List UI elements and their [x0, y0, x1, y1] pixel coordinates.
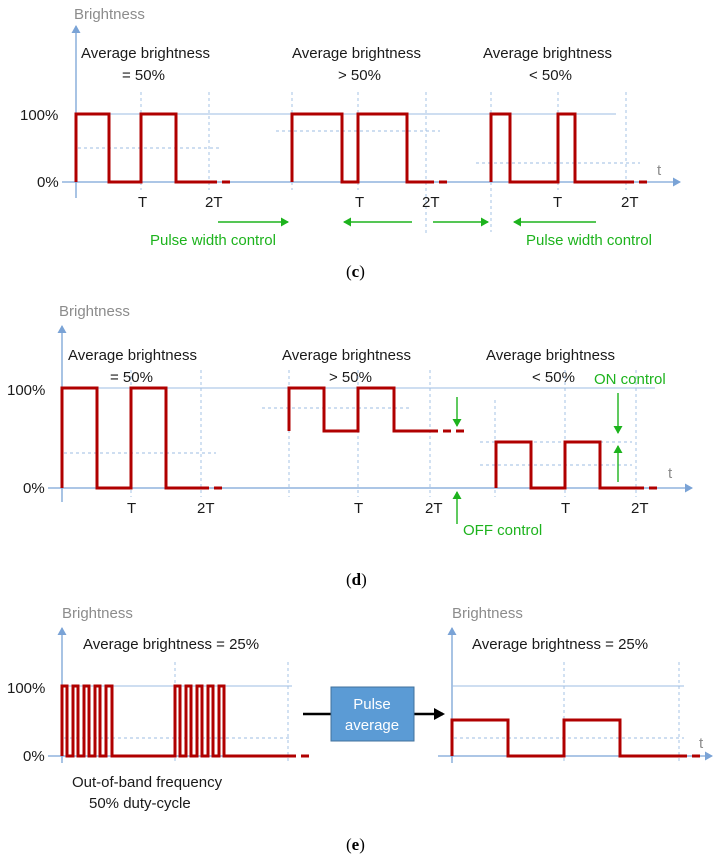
pwm-waveform: [290, 112, 426, 184]
y-axis-label: Brightness: [74, 6, 145, 23]
tick-100: 100%: [20, 107, 58, 124]
avg-title: Average brightness = 25%: [472, 636, 648, 653]
x-axis-label: t: [657, 162, 662, 179]
x-axis-label: t: [699, 735, 704, 752]
y-axis-label: Brightness: [59, 303, 130, 320]
tick-0: 0%: [23, 748, 45, 765]
tick-2t: 2T: [425, 500, 443, 517]
tick-100: 100%: [7, 680, 45, 697]
averaged-waveform: [450, 718, 679, 758]
duty-cycle-note: 50% duty-cycle: [89, 795, 191, 812]
tick-t: T: [355, 194, 364, 211]
avg-sub: > 50%: [329, 369, 372, 386]
tick-2t: 2T: [422, 194, 440, 211]
x-axis-label: t: [668, 465, 673, 482]
pwm-waveform: [494, 440, 636, 490]
avg-sub: = 50%: [110, 369, 153, 386]
panel-c: Brightness t 100% 0% Average brightness …: [20, 6, 681, 281]
on-control-label: ON control: [594, 371, 666, 388]
tick-t: T: [553, 194, 562, 211]
tick-0: 0%: [37, 174, 59, 191]
tick-t: T: [127, 500, 136, 517]
tick-t: T: [354, 500, 363, 517]
pulse-average-box: [330, 686, 415, 742]
panel-caption: (d): [346, 570, 367, 589]
tick-2t: 2T: [205, 194, 223, 211]
pulse-width-control-label: Pulse width control: [526, 232, 652, 249]
y-axis-label: Brightness: [62, 605, 133, 622]
pwm-waveform: [74, 112, 209, 184]
tick-t: T: [138, 194, 147, 211]
avg-title: Average brightness: [486, 347, 615, 364]
avg-title: Average brightness: [483, 45, 612, 62]
tick-2t: 2T: [621, 194, 639, 211]
pwm-waveform: [489, 112, 626, 184]
tick-2t: 2T: [631, 500, 649, 517]
avg-sub: > 50%: [338, 67, 381, 84]
pulse-average-label: average: [345, 717, 399, 734]
avg-title: Average brightness: [282, 347, 411, 364]
pulse-width-control-label: Pulse width control: [150, 232, 276, 249]
off-control-label: OFF control: [463, 522, 542, 539]
tick-100: 100%: [7, 382, 45, 399]
avg-title: Average brightness: [68, 347, 197, 364]
pulse-average-label: Pulse: [353, 696, 391, 713]
high-frequency-waveform: [60, 684, 288, 758]
panel-caption: (c): [346, 262, 365, 281]
avg-sub: < 50%: [529, 67, 572, 84]
avg-sub: = 50%: [122, 67, 165, 84]
avg-title: Average brightness = 25%: [83, 636, 259, 653]
pwm-waveform: [287, 386, 430, 433]
tick-0: 0%: [23, 480, 45, 497]
panel-caption: (e): [346, 835, 365, 854]
tick-2t: 2T: [197, 500, 215, 517]
avg-title: Average brightness: [292, 45, 421, 62]
tick-t: T: [561, 500, 570, 517]
panel-d: Brightness t 100% 0% Average brightness …: [7, 303, 693, 589]
avg-sub: < 50%: [532, 369, 575, 386]
pwm-waveform: [60, 386, 201, 490]
y-axis-label: Brightness: [452, 605, 523, 622]
avg-title: Average brightness: [81, 45, 210, 62]
panel-e: Brightness 100% 0% Average brightness = …: [7, 605, 713, 854]
frequency-note: Out-of-band frequency: [72, 774, 223, 791]
